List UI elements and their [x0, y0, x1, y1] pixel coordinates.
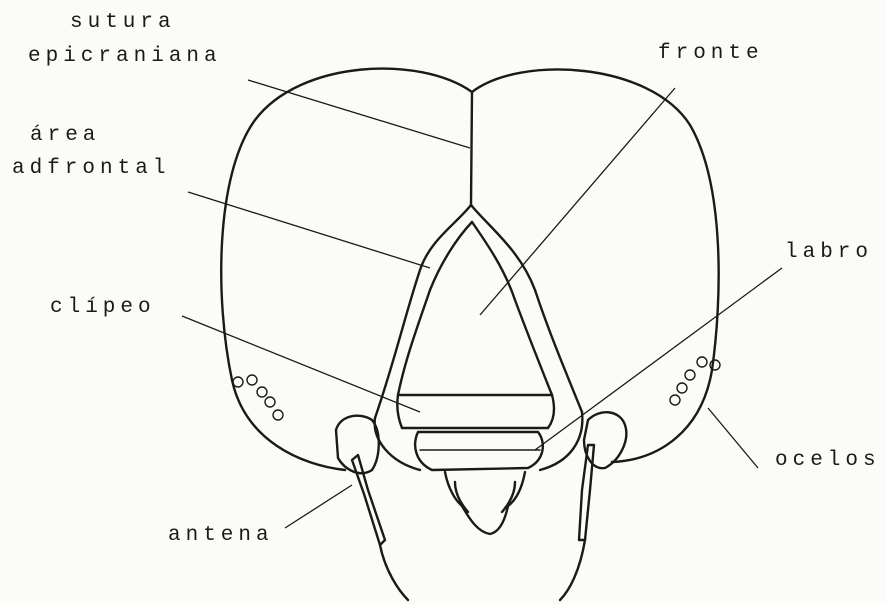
adfrontal-right-outer: [471, 205, 582, 412]
mouthparts: [445, 472, 525, 534]
label-epicraniana: epicraniana: [28, 46, 222, 67]
leader-clipeo: [182, 316, 420, 412]
leader-ocelos: [708, 408, 758, 468]
leader-fronte: [480, 88, 675, 315]
leader-sutura: [248, 80, 470, 148]
left-antenna: [352, 455, 385, 545]
label-antena: antena: [168, 525, 274, 546]
frons-right-edge: [472, 222, 552, 395]
label-clipeo: clípeo: [50, 297, 156, 318]
ocelli-left: [233, 375, 283, 420]
label-ocelos: ocelos: [775, 450, 881, 471]
epicranial-suture: [471, 92, 472, 205]
clypeus: [397, 395, 554, 428]
right-antenna-socket: [584, 412, 626, 468]
leader-labro: [535, 268, 782, 450]
leader-antena: [285, 485, 352, 528]
lower-body-left: [380, 545, 408, 600]
head-capsule-outline: [221, 69, 718, 470]
left-antenna-socket: [336, 416, 379, 474]
label-area: área: [30, 125, 100, 146]
label-adfrontal: adfrontal: [12, 158, 170, 179]
left-gena: [375, 418, 420, 470]
right-antenna: [579, 445, 594, 540]
label-fronte: fronte: [658, 43, 764, 64]
label-sutura: sutura: [70, 12, 176, 33]
label-labro: labro: [785, 242, 873, 263]
labrum: [415, 432, 543, 470]
lower-body-right: [560, 540, 585, 600]
leader-area-adfrontal: [188, 192, 430, 268]
